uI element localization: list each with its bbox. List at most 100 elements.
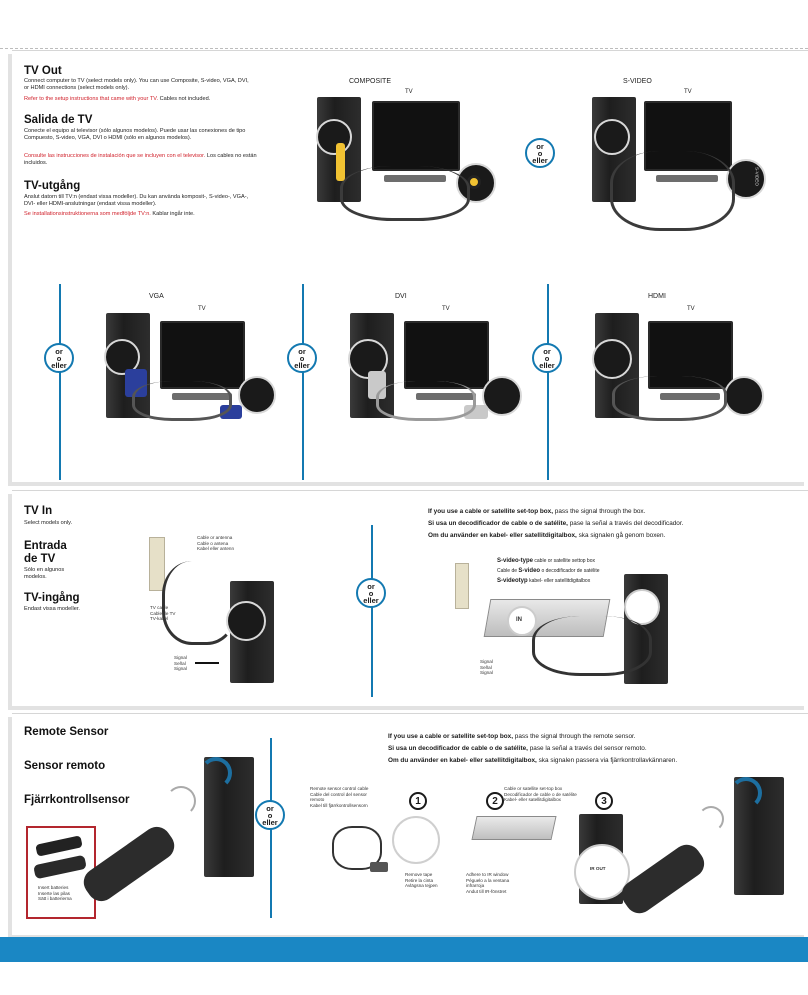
tv-out-note-es-red: Consulte las instrucciones de instalació… bbox=[24, 153, 206, 159]
eller-text: eller bbox=[262, 817, 278, 827]
or-text: or bbox=[536, 141, 544, 151]
or-text: or bbox=[367, 581, 375, 591]
tv-in-panel: TV In Select models only. Entrada de TV … bbox=[12, 490, 808, 706]
remove-tape-en: Remove tape bbox=[405, 872, 433, 877]
svideo-type-es-pre: Cable de bbox=[497, 568, 518, 574]
batteries-en: Insert batteries bbox=[38, 885, 69, 890]
or-badge: or o eller bbox=[532, 343, 562, 373]
divider-line bbox=[547, 284, 549, 480]
wall-outlet bbox=[455, 563, 469, 609]
tv-stand bbox=[384, 175, 446, 182]
eller-text: eller bbox=[532, 155, 548, 165]
tv-screen bbox=[372, 101, 460, 171]
settop-es: Decodificador de cable o de satélite bbox=[504, 791, 577, 797]
remove-tape-es: Retire la cinta bbox=[405, 877, 434, 883]
box-note-en-bold: If you use a cable or satellite set-top … bbox=[428, 508, 554, 515]
remote-box-note-sv: Om du använder en kabel- eller satellitd… bbox=[388, 757, 677, 764]
control-cable-en: Remote sensor control cable bbox=[310, 786, 369, 791]
or-badge: or o eller bbox=[356, 578, 386, 608]
ir-out-port-zoom bbox=[574, 844, 630, 900]
remote-box-note-en-rest: pass the signal through the remote senso… bbox=[514, 733, 636, 740]
adhere-es-2: infrarroja bbox=[466, 883, 485, 889]
wall-outlet bbox=[149, 537, 165, 591]
hdmi-tv-label: TV bbox=[687, 306, 695, 312]
signal-arrow bbox=[195, 662, 219, 664]
step-3-badge: 3 bbox=[595, 792, 613, 810]
divider-line bbox=[371, 525, 373, 697]
battery-cover bbox=[35, 835, 83, 857]
composite-cable bbox=[340, 166, 470, 221]
svideo-port-zoom bbox=[594, 119, 630, 155]
box-note-en-rest: pass the signal through the box. bbox=[554, 508, 646, 515]
o-text: o bbox=[299, 353, 305, 363]
batteries-es: Inserte las pilas bbox=[38, 890, 70, 896]
control-cable bbox=[332, 826, 382, 870]
ir-sensor-icon bbox=[730, 777, 762, 809]
or-badge: or o eller bbox=[255, 800, 285, 830]
cable-antenna-sv: Kabel eller antenn bbox=[197, 546, 235, 552]
signal-waves-icon bbox=[166, 786, 196, 816]
settop-sv: Kabel- eller satellitdigitalbox bbox=[504, 797, 561, 803]
control-cable-label: Remote sensor control cable Cable del co… bbox=[310, 786, 368, 808]
tv-out-note-sv-rest: Kablar ingår inte. bbox=[152, 211, 195, 217]
signal-label: Signal Señal Signal bbox=[174, 655, 187, 672]
footer-bar bbox=[0, 937, 808, 962]
control-cable-sv: Kabel till fjärrkontrollsensorn bbox=[310, 802, 368, 808]
vga-label: VGA bbox=[149, 293, 164, 300]
control-cable-es-2: remoto bbox=[310, 797, 325, 803]
eller-text: eller bbox=[51, 360, 67, 370]
in-port-zoom bbox=[507, 606, 537, 636]
tv-out-panel: TV Out Connect computer to TV (select mo… bbox=[12, 50, 808, 482]
signal-waves-icon bbox=[698, 806, 724, 832]
tv-in-title-es-2: de TV bbox=[24, 553, 56, 565]
svideo-port-label: S-VIDEO bbox=[754, 167, 760, 186]
composite-port-zoom bbox=[316, 119, 352, 155]
o-text: o bbox=[537, 148, 543, 158]
remote-box-note-en-bold: If you use a cable or satellite set-top … bbox=[388, 733, 514, 740]
o-text: o bbox=[368, 588, 374, 598]
box-note-sv-bold: Om du använder en kabel- eller satellitd… bbox=[428, 532, 577, 539]
svideo-type-sv-bold: S-videotyp bbox=[497, 578, 528, 584]
remote-box-note-sv-rest: ska signalen passera via fjärrkontrollav… bbox=[538, 757, 678, 764]
or-text: or bbox=[55, 346, 63, 356]
adhere-es-1: Péguelo a la ventana bbox=[466, 877, 510, 883]
hdmi-tv-port-zoom bbox=[724, 376, 764, 416]
tv-out-note-sv-red: Se installationsinstruktionerna som medf… bbox=[24, 211, 151, 217]
or-text: or bbox=[266, 803, 274, 813]
batteries-box: Insert batteries Inserte las pilas Sätt … bbox=[26, 826, 96, 919]
tv-out-note-en-red: Refer to the setup instructions that cam… bbox=[24, 96, 159, 102]
box-note-en: If you use a cable or satellite set-top … bbox=[428, 508, 645, 515]
svideo-type-sv-rest: kabel- eller satellitdigitalbox bbox=[529, 578, 591, 584]
box-note-es-bold: Si usa un decodificador de cable o de sa… bbox=[428, 520, 568, 527]
batteries-sv: Sätt i batterierna bbox=[38, 896, 72, 902]
signal-es: Señal bbox=[174, 660, 186, 666]
cut-line bbox=[0, 48, 808, 49]
cable-antenna-label: Cable or antenna Cable o antena Kabel el… bbox=[197, 535, 234, 552]
adhere-label: Adhere to IR window Péguelo a la ventana… bbox=[466, 872, 509, 894]
composite-tv-label: TV bbox=[405, 89, 413, 95]
composite-plug bbox=[336, 143, 345, 181]
av-cable bbox=[532, 616, 652, 676]
svideo-type-en-rest: cable or satellite settop box bbox=[534, 558, 595, 564]
remote-box-note-es: Si usa un decodificador de cable o de sa… bbox=[388, 745, 647, 752]
remote-box-note-sv-bold: Om du använder en kabel- eller satellitd… bbox=[388, 757, 537, 764]
tv-out-note-en-rest: Cables not included. bbox=[159, 96, 211, 102]
remote-title-en: Remote Sensor bbox=[24, 726, 109, 738]
signal-en: Signal bbox=[480, 659, 493, 664]
dvi-tv-label: TV bbox=[442, 306, 450, 312]
remote-panel: Remote Sensor Sensor remoto Fjärrkontrol… bbox=[12, 713, 808, 935]
tv-out-body-sv: Anslut datorn till TV:n (endast vissa mo… bbox=[24, 194, 249, 207]
tv-in-title-sv: TV-ingång bbox=[24, 592, 80, 604]
or-badge: or o eller bbox=[525, 138, 555, 168]
set-top-box bbox=[471, 816, 557, 840]
tv-in-title-en: TV In bbox=[24, 505, 53, 517]
tv-out-title-en: TV Out bbox=[24, 65, 62, 77]
or-text: or bbox=[298, 346, 306, 356]
tv-out-note-es: Consulte las instrucciones de instalació… bbox=[24, 153, 259, 167]
tv-screen bbox=[648, 321, 733, 389]
in-label: IN bbox=[516, 617, 522, 623]
vga-port-zoom bbox=[104, 339, 140, 375]
control-cable-es-1: Cable del control del sensor bbox=[310, 791, 367, 797]
cable-antenna-en: Cable or antenna bbox=[197, 535, 233, 540]
settop-en: Cable or satellite set-top box bbox=[504, 786, 563, 791]
